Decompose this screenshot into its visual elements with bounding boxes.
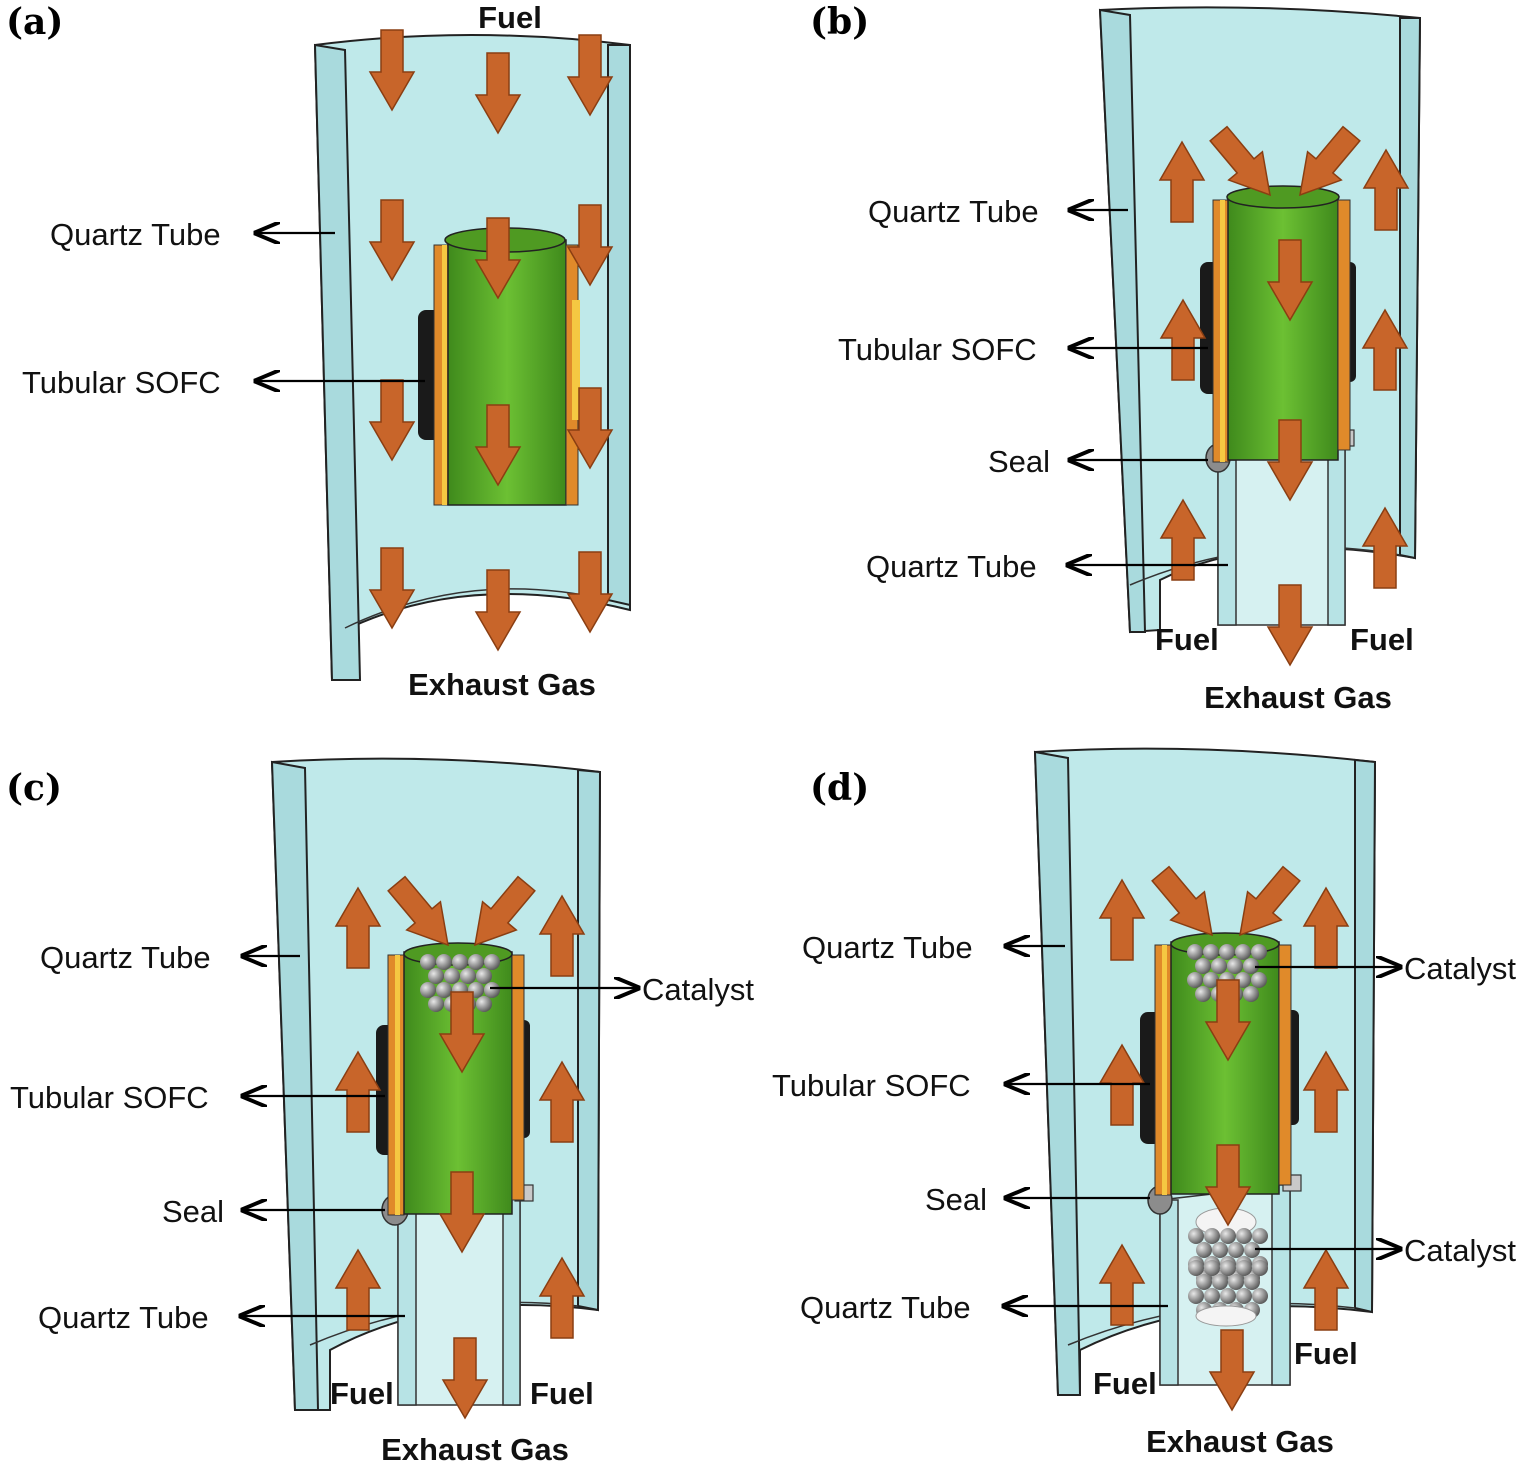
- panel-b-quartz2-label: Quartz Tube: [866, 549, 1037, 584]
- panel-d-quartz-label: Quartz Tube: [802, 930, 973, 965]
- panel-a-exhaust-label: Exhaust Gas: [408, 667, 596, 702]
- panel-b-inner-quartz-tube: [1217, 444, 1346, 626]
- panel-b-sofc-label: Tubular SOFC: [838, 332, 1037, 367]
- panel-c-quartz-label: Quartz Tube: [40, 940, 211, 975]
- panel-c-fuel-right-label: Fuel: [530, 1376, 594, 1411]
- panel-a-sofc-label: Tubular SOFC: [22, 365, 221, 400]
- panel-a-quartz-label: Quartz Tube: [50, 217, 221, 252]
- panel-b-quartz-label: Quartz Tube: [868, 194, 1039, 229]
- panel-d-exhaust-label: Exhaust Gas: [1146, 1424, 1334, 1459]
- panel-b-letter: (b): [810, 1, 869, 43]
- panel-d-sofc-label: Tubular SOFC: [772, 1068, 971, 1103]
- panel-c-exhaust-label: Exhaust Gas: [381, 1432, 569, 1467]
- panel-b-fuel-right-label: Fuel: [1350, 622, 1414, 657]
- panel-c-letter: (c): [6, 767, 62, 809]
- panel-a-fuel-label: Fuel: [478, 0, 542, 35]
- panel-d: (d): [772, 747, 1516, 1459]
- panel-c-sofc-label: Tubular SOFC: [10, 1080, 209, 1115]
- panel-c: (c): [6, 757, 754, 1467]
- panel-c-inner-quartz-tube: [397, 1194, 521, 1406]
- panel-b-tubular-sofc: [1200, 185, 1356, 463]
- panel-b: (b): [810, 1, 1422, 715]
- panel-d-letter: (d): [810, 767, 869, 809]
- panel-c-fuel-left-label: Fuel: [330, 1376, 394, 1411]
- panel-c-catalyst-label: Catalyst: [642, 972, 754, 1007]
- panel-d-catalyst-label: Catalyst: [1404, 951, 1516, 986]
- panel-a: (a): [6, 0, 631, 702]
- panel-d-quartz2-label: Quartz Tube: [800, 1290, 971, 1325]
- panel-d-fuel-right-label: Fuel: [1294, 1336, 1358, 1371]
- panel-d-catalyst2-label: Catalyst: [1404, 1233, 1516, 1268]
- panel-a-letter: (a): [6, 1, 63, 43]
- panel-c-seal-label: Seal: [162, 1194, 224, 1229]
- panel-a-tubular-sofc: [418, 227, 580, 506]
- panel-d-fuel-left-label: Fuel: [1093, 1366, 1157, 1401]
- panel-b-fuel-left-label: Fuel: [1155, 622, 1219, 657]
- panel-c-quartz2-label: Quartz Tube: [38, 1300, 209, 1335]
- panel-b-seal-label: Seal: [988, 444, 1050, 479]
- panel-d-seal-label: Seal: [925, 1182, 987, 1217]
- panel-b-exhaust-label: Exhaust Gas: [1204, 680, 1392, 715]
